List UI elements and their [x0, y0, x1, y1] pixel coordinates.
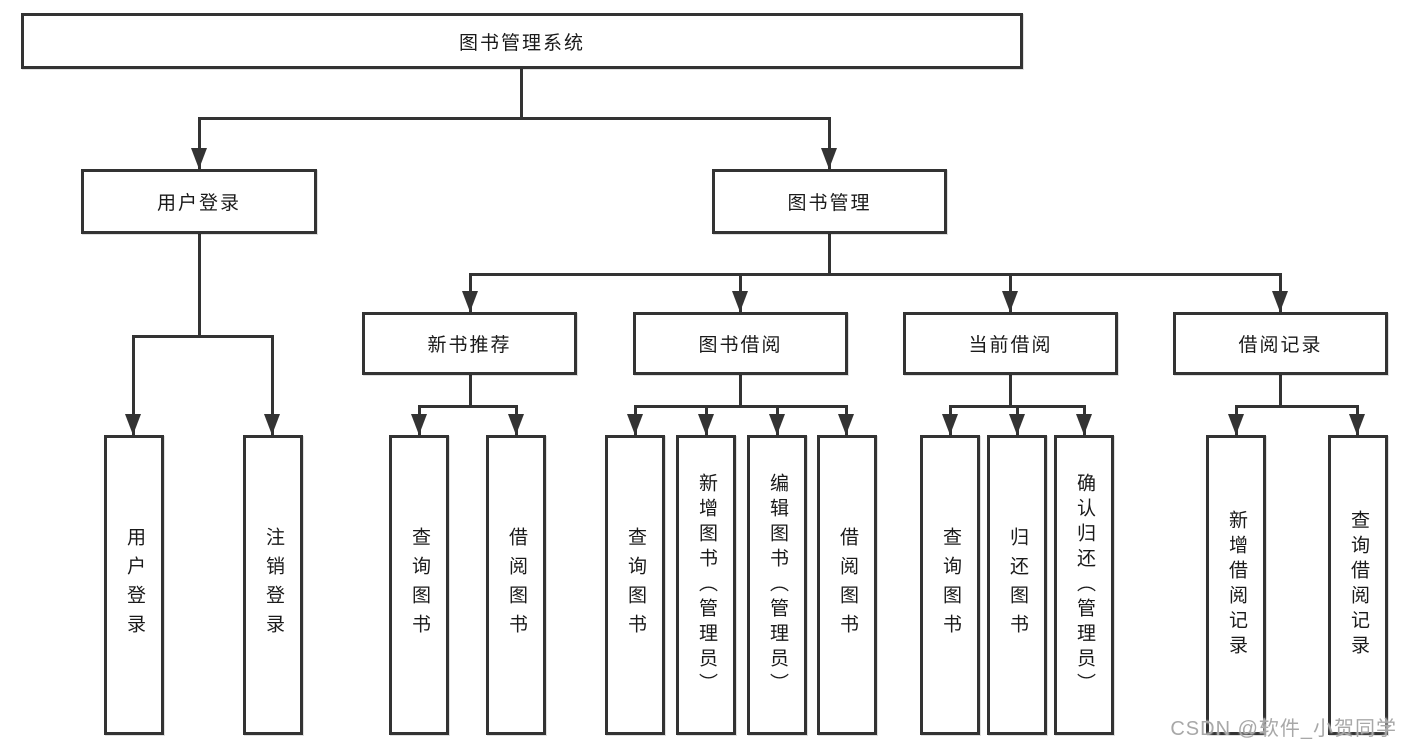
leaf-return-book-label: 归还图书 [1007, 527, 1028, 643]
connector-line [418, 405, 518, 408]
leaf-borrow-book: 借阅图书 [817, 435, 877, 735]
leaf-borrow-book-recommend: 借阅图书 [486, 435, 546, 735]
arrow-down-icon [1076, 414, 1092, 435]
arrow-down-icon [508, 414, 524, 435]
connector-line [634, 405, 848, 408]
arrow-down-icon [821, 148, 837, 169]
leaf-query-book-borrow-label: 查询图书 [625, 527, 646, 643]
arrow-down-icon [1228, 414, 1244, 435]
arrow-down-icon [1272, 291, 1288, 312]
leaf-edit-book-admin-label: 编辑图书（管理员） [767, 472, 788, 698]
connector-line [1279, 375, 1282, 408]
node-root: 图书管理系统 [21, 13, 1023, 69]
leaf-query-borrow-record-label: 查询借阅记录 [1348, 510, 1369, 660]
leaf-query-book-recommend-label: 查询图书 [409, 527, 430, 643]
leaf-edit-book-admin: 编辑图书（管理员） [747, 435, 807, 735]
leaf-logout-label: 注销登录 [263, 527, 284, 643]
arrow-down-icon [1002, 291, 1018, 312]
node-book-borrow-label: 图书借阅 [698, 335, 783, 356]
leaf-query-book-current: 查询图书 [920, 435, 980, 735]
arrow-down-icon [264, 414, 280, 435]
node-current-borrow-label: 当前借阅 [968, 335, 1053, 356]
node-root-label: 图书管理系统 [458, 32, 585, 54]
node-book-borrow: 图书借阅 [633, 312, 848, 375]
leaf-add-borrow-record-label: 新增借阅记录 [1226, 510, 1247, 660]
connector-line [198, 117, 201, 169]
leaf-query-book-recommend: 查询图书 [389, 435, 449, 735]
connector-line [739, 375, 742, 408]
leaf-query-book-current-label: 查询图书 [940, 527, 961, 643]
arrow-down-icon [732, 291, 748, 312]
arrow-down-icon [838, 414, 854, 435]
arrow-down-icon [462, 291, 478, 312]
leaf-query-borrow-record: 查询借阅记录 [1328, 435, 1388, 735]
connector-line [828, 117, 831, 169]
leaf-confirm-return-admin: 确认归还（管理员） [1054, 435, 1114, 735]
connector-line [1009, 375, 1012, 408]
connector-line [1235, 405, 1358, 408]
connector-line [469, 375, 472, 408]
leaf-logout: 注销登录 [243, 435, 303, 735]
arrow-down-icon [942, 414, 958, 435]
connector-line [198, 234, 201, 338]
connector-line [828, 234, 831, 276]
node-current-borrow: 当前借阅 [903, 312, 1118, 375]
arrow-down-icon [125, 414, 141, 435]
leaf-return-book: 归还图书 [987, 435, 1047, 735]
leaf-confirm-return-admin-label: 确认归还（管理员） [1074, 472, 1095, 698]
node-user-login-label: 用户登录 [156, 193, 241, 214]
leaf-add-book-admin-label: 新增图书（管理员） [696, 472, 717, 698]
leaf-user-login: 用户登录 [104, 435, 164, 735]
leaf-add-book-admin: 新增图书（管理员） [676, 435, 736, 735]
arrow-down-icon [1349, 414, 1365, 435]
arrow-down-icon [1009, 414, 1025, 435]
leaf-user-login-label: 用户登录 [124, 527, 145, 643]
node-borrow-record-label: 借阅记录 [1238, 335, 1323, 356]
connector-line [271, 335, 274, 435]
arrow-down-icon [191, 148, 207, 169]
node-book-management: 图书管理 [712, 169, 947, 234]
node-book-management-label: 图书管理 [787, 193, 872, 214]
leaf-query-book-borrow: 查询图书 [605, 435, 665, 735]
node-borrow-record: 借阅记录 [1173, 312, 1388, 375]
node-user-login: 用户登录 [81, 169, 317, 234]
arrow-down-icon [411, 414, 427, 435]
leaf-borrow-book-recommend-label: 借阅图书 [506, 527, 527, 643]
connector-line [132, 335, 274, 338]
connector-line [469, 273, 1282, 276]
csdn-watermark: CSDN @软件_小贺同学 [1170, 718, 1397, 740]
connector-line [132, 335, 135, 435]
node-new-book-recommend-label: 新书推荐 [427, 335, 512, 356]
connector-line [520, 67, 523, 118]
connector-line [198, 117, 831, 120]
leaf-add-borrow-record: 新增借阅记录 [1206, 435, 1266, 735]
arrow-down-icon [769, 414, 785, 435]
node-new-book-recommend: 新书推荐 [362, 312, 577, 375]
leaf-borrow-book-label: 借阅图书 [837, 527, 858, 643]
arrow-down-icon [627, 414, 643, 435]
arrow-down-icon [698, 414, 714, 435]
